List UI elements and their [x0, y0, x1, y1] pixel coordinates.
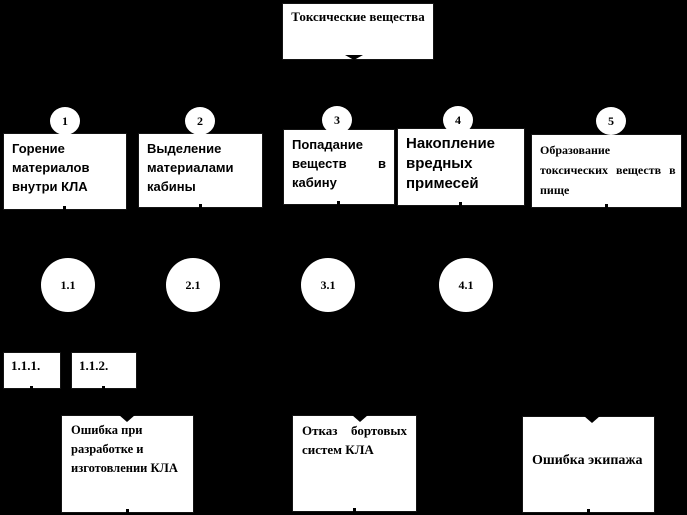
- connector-tick: [459, 202, 462, 206]
- event-circle-4-label: 4: [455, 112, 461, 127]
- connector-tick: [30, 386, 33, 390]
- cause-1-line: материалов: [12, 160, 90, 175]
- basic-cause-box-middle: Отказ бортовых систем КЛА: [292, 415, 417, 512]
- cause-1-line: Горение: [12, 141, 65, 156]
- root-gate-notch-icon: [345, 55, 363, 60]
- basic-cause-box-left: Ошибка при разработке и изготовлении КЛА: [61, 415, 194, 513]
- event-circle-2-1: 2.1: [166, 258, 220, 312]
- cause-3-word: в: [378, 156, 386, 171]
- connector-tick: [587, 509, 590, 513]
- event-circle-4-1-label: 4.1: [458, 277, 474, 292]
- cause-1-line: внутри КЛА: [12, 179, 88, 194]
- connector-tick: [126, 509, 129, 513]
- basic-cause-middle-line: систем КЛА: [302, 442, 374, 457]
- cause-box-3: Попадание веществ в кабину: [283, 129, 395, 205]
- event-circle-5: 5: [596, 107, 626, 135]
- cause-2-line: кабины: [147, 179, 196, 194]
- cause-5-line: токсических веществ в: [540, 163, 676, 177]
- connector-tick: [199, 204, 202, 208]
- basic-cause-middle-word: Отказ: [302, 423, 338, 438]
- event-circle-2: 2: [185, 107, 215, 135]
- cause-2-line: материалами: [147, 160, 234, 175]
- cause-3-line: веществ в: [292, 154, 386, 173]
- connector-tick: [353, 508, 356, 512]
- cause-4-line: Накопление: [406, 135, 496, 152]
- subevent-1-1-1-label: 1.1.1.: [11, 358, 41, 373]
- cause-box-4: Накопление вредных примесей: [397, 128, 525, 206]
- connector-tick: [337, 201, 340, 205]
- event-circle-3-1-label: 3.1: [320, 277, 336, 292]
- event-circle-1-1-label: 1.1: [60, 277, 76, 292]
- cause-4-line: вредных: [406, 155, 473, 172]
- event-circle-4-1: 4.1: [439, 258, 493, 312]
- connector-tick: [102, 386, 105, 390]
- basic-cause-middle-line: Отказ бортовых: [302, 421, 407, 440]
- basic-cause-right-label: Ошибка экипажа: [532, 453, 643, 468]
- cause-box-5: Образование токсических веществ в пище: [531, 134, 682, 208]
- root-label: Токсические вещества: [291, 9, 425, 24]
- cause-4-line: примесей: [406, 175, 479, 192]
- cause-3-line: Попадание: [292, 137, 363, 152]
- cause-3-line: кабину: [292, 175, 337, 190]
- event-circle-2-1-label: 2.1: [185, 277, 201, 292]
- subevent-1-1-2-label: 1.1.2.: [79, 358, 109, 373]
- cause-box-1: Горение материалов внутри КЛА: [3, 133, 127, 210]
- root-box: Токсические вещества: [282, 3, 434, 60]
- event-circle-2-label: 2: [197, 113, 203, 128]
- subevent-box-1-1-2: 1.1.2.: [71, 352, 137, 389]
- arrowhead-icon: [584, 416, 600, 423]
- cause-5-line: Образование: [540, 143, 611, 157]
- event-circle-1-label: 1: [62, 113, 68, 128]
- cause-3-word: веществ: [292, 156, 347, 171]
- basic-cause-left-line: Ошибка при: [71, 423, 143, 437]
- event-circle-5-label: 5: [608, 113, 614, 128]
- event-circle-4: 4: [443, 106, 473, 134]
- basic-cause-left-line: разработке и: [71, 442, 144, 456]
- connector-tick: [63, 206, 66, 210]
- basic-cause-box-right: Ошибка экипажа: [522, 416, 655, 513]
- arrowhead-icon: [119, 415, 135, 422]
- event-circle-3-1: 3.1: [301, 258, 355, 312]
- basic-cause-middle-word: бортовых: [351, 423, 407, 438]
- event-circle-3-label: 3: [334, 112, 340, 127]
- arrowhead-icon: [352, 415, 368, 422]
- cause-box-2: Выделение материалами кабины: [138, 133, 263, 208]
- event-circle-1: 1: [50, 107, 80, 135]
- connector-tick: [605, 204, 608, 208]
- cause-5-line: пище: [540, 183, 570, 197]
- event-circle-3: 3: [322, 106, 352, 134]
- subevent-box-1-1-1: 1.1.1.: [3, 352, 61, 389]
- cause-2-line: Выделение: [147, 141, 222, 156]
- basic-cause-left-line: изготовлении КЛА: [71, 461, 178, 475]
- event-circle-1-1: 1.1: [41, 258, 95, 312]
